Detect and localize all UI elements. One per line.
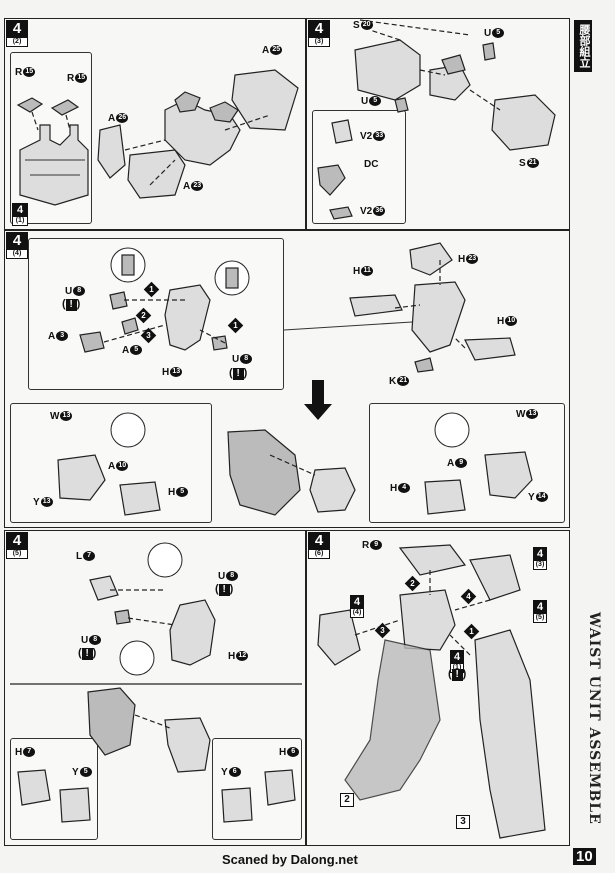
step-badge-4-2: 4(2)	[6, 20, 28, 47]
order-number: 2	[404, 575, 421, 592]
h13-subassembly	[79, 247, 250, 353]
h12-subassembly	[10, 542, 302, 823]
order-number: 1	[143, 281, 160, 298]
warning-mark-u8-right: (!)	[229, 367, 248, 380]
warning-mark-u8-upper: (!)	[215, 583, 234, 596]
lower-body-assembly	[317, 544, 546, 839]
part-box-3: 3	[456, 815, 470, 829]
waist-hip-assembly	[97, 69, 299, 199]
warning-mark-leg: (!)	[448, 668, 467, 681]
down-arrow	[304, 380, 332, 420]
warning-mark-u8-lower: (!)	[78, 647, 97, 660]
warning-mark-u8-left: (!)	[62, 298, 81, 311]
waist-center-assembly	[57, 412, 533, 516]
step-badge-4-6: 4(6)	[308, 532, 330, 559]
part-label-dc: DC	[364, 159, 379, 170]
page-number: 10	[573, 848, 596, 865]
step-badge-4-3: 4(3)	[308, 20, 330, 47]
section-title-vertical: WAIST UNIT ASSEMBLE	[586, 612, 602, 825]
order-number: 3	[140, 327, 157, 344]
ref-step-4-5: 4(5)	[533, 600, 547, 623]
part-box-2: 2	[340, 793, 354, 807]
order-number: 1	[227, 317, 244, 334]
waist-base-part	[16, 97, 89, 206]
ref-step-4-4: 4(4)	[350, 595, 364, 618]
waist-frame-assembly	[317, 19, 556, 220]
order-number: 4	[460, 588, 477, 605]
order-number: 2	[135, 307, 152, 324]
ref-step-4-3: 4(3)	[533, 547, 547, 570]
order-number: 1	[463, 623, 480, 640]
step-badge-4-4: 4(4)	[6, 232, 28, 259]
section-header: 腰部組立	[574, 20, 592, 72]
step-badge-4-5: 4(5)	[6, 532, 28, 559]
footer-credit: Scaned by Dalong.net	[222, 852, 358, 867]
h10-subassembly	[283, 242, 516, 373]
step-badge-4-1: 4(1)	[12, 203, 28, 226]
order-number: 3	[374, 622, 391, 639]
